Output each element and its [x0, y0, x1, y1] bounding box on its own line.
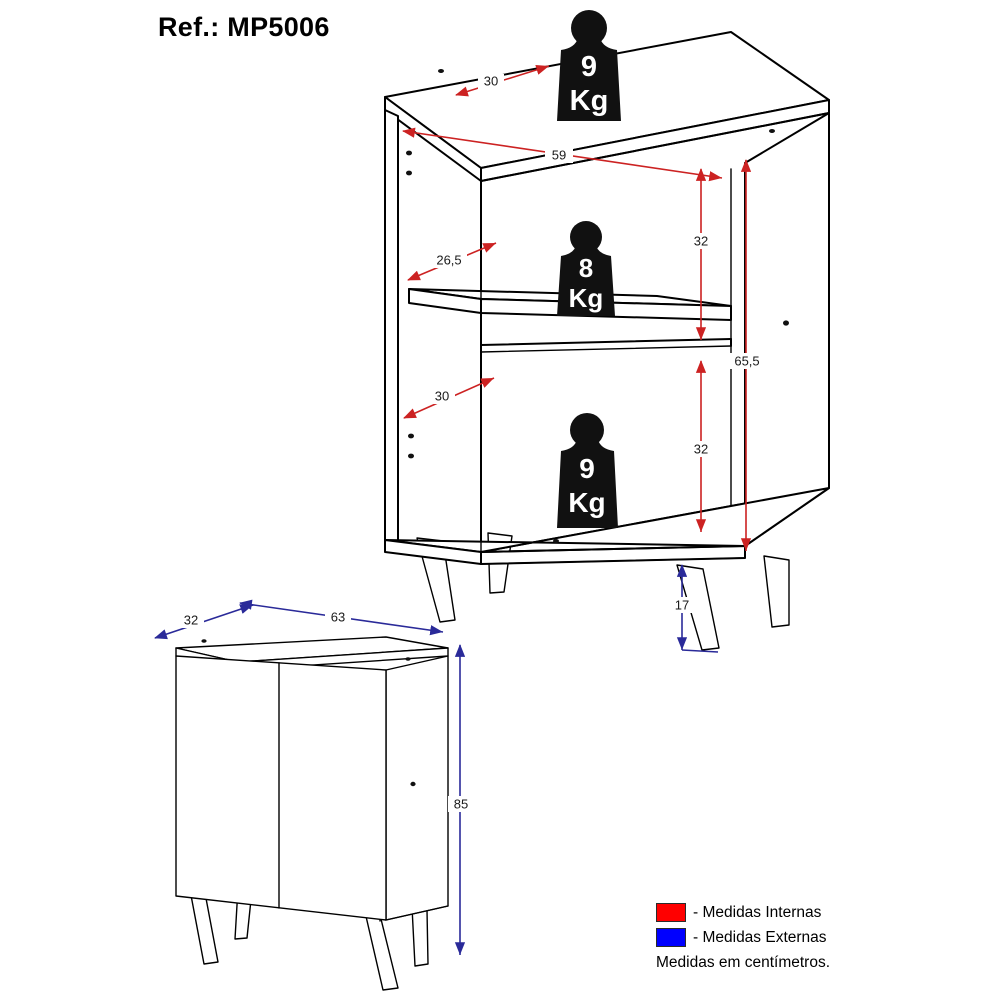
weight-value-bottom: 9 — [579, 453, 595, 484]
dim-mid-depth: 26,5 — [407, 242, 497, 281]
weight-unit-bottom: Kg — [568, 487, 605, 518]
closed-bottom-edge — [385, 905, 449, 921]
dim-label-lower-depth: 30 — [435, 388, 449, 403]
dim-label-internal-width: 59 — [552, 147, 566, 162]
legend-swatch-external — [656, 928, 686, 947]
dim-label-mid-depth: 26,5 — [436, 252, 461, 267]
legend-row-internal: - Medidas Internas — [656, 903, 986, 922]
dim-label-external-depth: 32 — [184, 612, 198, 627]
closed-front-face — [175, 655, 387, 921]
cabinet-left-side — [384, 109, 482, 553]
legend-label-external: - Medidas Externas — [693, 928, 827, 946]
weight-badge-top-shelf: 9 Kg — [557, 10, 621, 121]
cabinet-bottom-panel — [384, 487, 830, 565]
dim-label-upper-compartment: 32 — [694, 233, 708, 248]
dim-leg-height: 17 — [670, 564, 719, 653]
open-cabinet-view: 30 59 26,5 30 — [384, 10, 830, 653]
weight-badge-middle-shelf: 8 Kg — [557, 221, 615, 316]
dim-label-lower-compartment: 32 — [694, 441, 708, 456]
dim-label-external-height: 85 — [454, 796, 468, 811]
cabinet-lower-shelf — [480, 338, 732, 353]
dim-label-leg-height: 17 — [675, 597, 689, 612]
dim-lower-depth: 30 — [403, 377, 495, 419]
weight-value-middle: 8 — [579, 253, 593, 283]
assembly-holes-closed — [201, 639, 416, 787]
dim-external-depth: 32 — [154, 604, 254, 640]
units-note: Medidas em centímetros. — [656, 954, 831, 971]
closed-right-side — [379, 655, 449, 922]
dim-lower-compartment-height: 32 — [688, 360, 714, 532]
weight-badge-bottom-shelf: 9 Kg — [557, 413, 618, 528]
dim-label-top-depth: 30 — [484, 73, 498, 88]
closed-cabinet-view: 32 63 85 — [154, 599, 474, 991]
legend-label-internal: - Medidas Internas — [693, 903, 822, 921]
legend: - Medidas Internas - Medidas Externas Me… — [656, 903, 986, 972]
weight-value-top: 9 — [581, 51, 597, 83]
dim-upper-compartment-height: 32 — [688, 168, 714, 340]
page-title: Ref.: MP5006 — [158, 12, 330, 42]
dim-external-height: 85 — [448, 644, 474, 955]
weight-unit-top: Kg — [570, 85, 609, 117]
legend-swatch-internal — [656, 903, 686, 922]
dim-label-external-width: 63 — [331, 609, 345, 624]
legend-row-external: - Medidas Externas — [656, 928, 986, 947]
dim-top-depth: 30 — [455, 64, 550, 97]
dim-label-total-internal-height: 65,5 — [734, 353, 759, 368]
dim-internal-width: 59 — [402, 127, 723, 182]
dim-total-internal-height: 65,5 — [729, 159, 765, 551]
dim-external-width: 63 — [239, 599, 444, 636]
weight-unit-middle: Kg — [569, 283, 604, 313]
